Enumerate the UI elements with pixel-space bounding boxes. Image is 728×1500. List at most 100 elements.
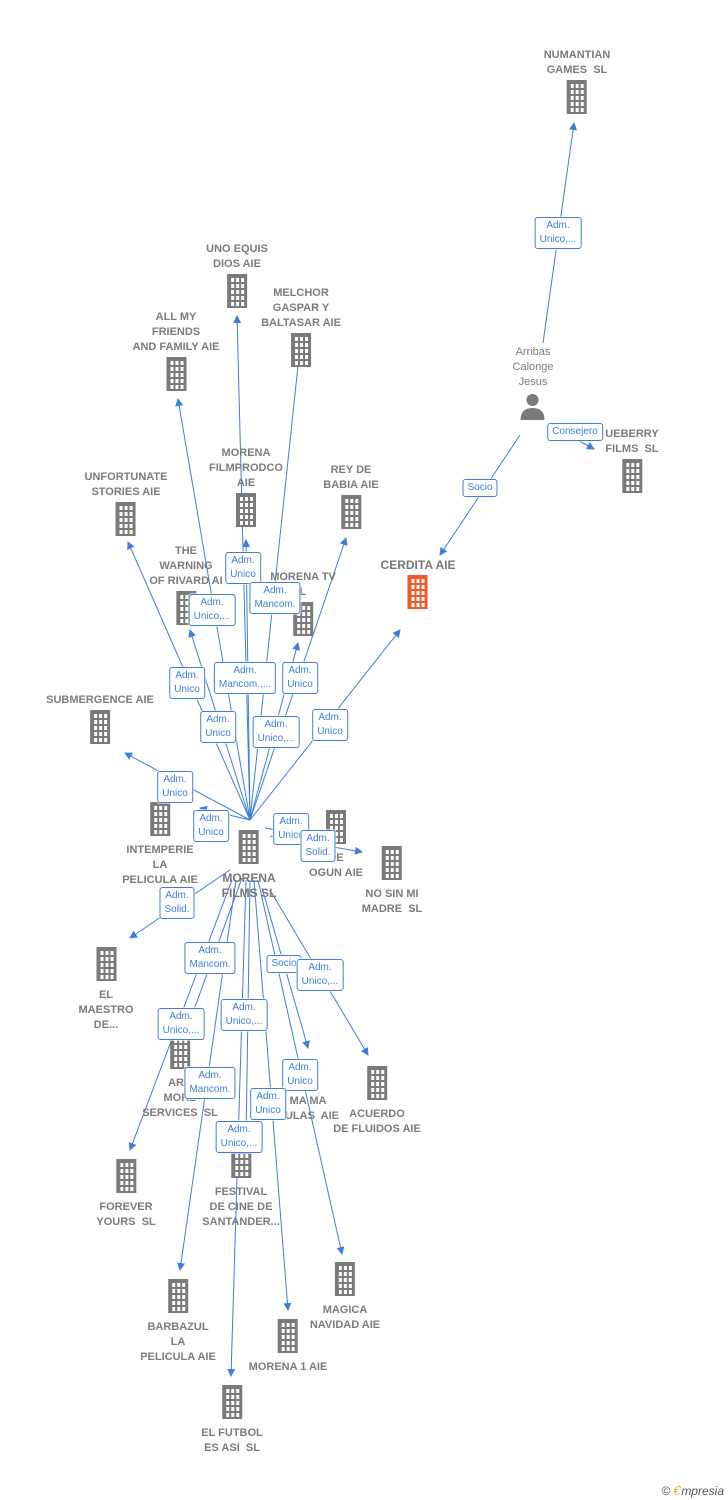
node-morena-1[interactable]: MORENA 1 AIE	[248, 1317, 328, 1375]
edge-label-socio-cerdita[interactable]: Socio	[462, 479, 498, 497]
node-uno-equis-dios[interactable]: UNO EQUIS DIOS AIE	[206, 242, 268, 315]
node-label: MAGICA NAVIDAD AIE	[309, 1304, 381, 1331]
node-label: BARBAZUL LA PELICULA AIE	[140, 1321, 216, 1363]
node-label: MORENA TV L	[270, 571, 336, 598]
copyright-symbol: ©	[661, 1484, 671, 1498]
node-submergence[interactable]: SUBMERGENCE AIE	[46, 693, 154, 751]
node-melchor-gaspar[interactable]: MELCHOR GASPAR Y BALTASAR AIE	[261, 286, 341, 374]
brand-e: €	[673, 1484, 682, 1498]
node-magica-navidad[interactable]: MAGICA NAVIDAD AIE	[310, 1260, 380, 1333]
node-barbazul[interactable]: BARBAZUL LA PELICULA AIE	[140, 1277, 216, 1365]
edge-label-morena-filmprodco[interactable]: Adm. Unico	[225, 552, 261, 584]
building-icon	[142, 1035, 218, 1074]
node-label: NUMANTIAN GAMES SL	[543, 49, 611, 76]
node-ogun[interactable]: DE OGUN AIE	[309, 808, 363, 881]
node-label: ACUERDO DE FLUIDOS AIE	[333, 1108, 421, 1135]
node-arribas-calonge-jesus[interactable]: Arribas Calonge Jesus	[512, 345, 554, 427]
building-icon	[544, 80, 611, 119]
node-label: ARA MORE SERVICES SL	[142, 1077, 218, 1119]
node-label: DE OGUN AIE	[309, 852, 363, 879]
building-icon	[85, 502, 168, 541]
node-label: EL FUTBOL ES ASI SL	[201, 1427, 263, 1454]
edge-label-cerdita[interactable]: Adm. Unico	[312, 709, 348, 741]
node-el-futbol-es-asi[interactable]: EL FUTBOL ES ASI SL	[201, 1383, 263, 1456]
building-icon	[96, 1159, 155, 1198]
building-icon	[261, 333, 341, 372]
node-el-maestro[interactable]: EL MAESTRO DE...	[79, 945, 134, 1033]
building-icon	[249, 1319, 328, 1358]
node-no-sin-mi-madre[interactable]: NO SIN MI MADRE SL	[361, 844, 423, 917]
node-mama-peliculas[interactable]: MA MA CULAS AIE	[277, 1094, 339, 1124]
node-rey-de-babia[interactable]: REY DE BABIA AIE	[323, 463, 379, 536]
building-icon	[122, 802, 198, 841]
person-icon	[513, 392, 554, 425]
node-label: UNO EQUIS DIOS AIE	[206, 243, 268, 270]
node-label: CERDITA AIE	[380, 558, 456, 572]
edge-label-mama[interactable]: Adm. Unico	[282, 1059, 318, 1091]
node-acuerdo-de-fluidos[interactable]: ACUERDO DE FLUIDOS AIE	[333, 1064, 421, 1137]
edge-label-arao[interactable]: Adm. Mancom.	[184, 942, 236, 974]
building-icon	[310, 1262, 380, 1301]
building-icon	[201, 1385, 263, 1424]
node-label: UEBERRY FILMS SL	[605, 428, 659, 455]
node-label: ALL MY FRIENDS AND FAMILY AIE	[132, 311, 220, 353]
building-icon	[222, 830, 277, 869]
edge-label-morena-tv[interactable]: Adm. Mancom.	[249, 582, 301, 614]
building-icon	[46, 710, 154, 749]
building-icon	[133, 357, 220, 396]
edge-label-numantian[interactable]: Adm. Unico,...	[534, 217, 582, 249]
edge-label-warning[interactable]: Adm. Unico,...	[188, 594, 236, 626]
edge-label-acuerdo[interactable]: Adm. Unico,...	[296, 959, 344, 991]
node-label: REY DE BABIA AIE	[323, 464, 379, 491]
building-icon	[362, 846, 423, 885]
node-arao-more-services[interactable]: ARA MORE SERVICES SL	[142, 1033, 218, 1121]
node-label: UNFORTUNATE STORIES AIE	[84, 471, 168, 498]
node-morena-films-sl[interactable]: MORENA FILMS SL	[221, 828, 277, 901]
building-icon	[79, 947, 134, 986]
edge-label-rey-babia[interactable]: Adm. Unico	[282, 662, 318, 694]
node-label: FOREVER YOURS SL	[96, 1201, 156, 1228]
node-label: EL MAESTRO DE...	[78, 989, 134, 1031]
node-label: THE WARNING OF RIVARD AI	[149, 545, 223, 587]
node-label: MORENA 1 AIE	[248, 1361, 328, 1373]
node-label: NO SIN MI MADRE SL	[361, 888, 423, 915]
edge-label-socio-mama[interactable]: Socio	[266, 955, 302, 973]
edge-label-morena-1[interactable]: Adm. Unico	[250, 1088, 286, 1120]
edge-label-futbol[interactable]: Adm. Unico,...	[215, 1121, 263, 1153]
node-festival-santander[interactable]: FESTIVAL DE CINE DE SANTANDER...	[202, 1142, 280, 1230]
brand-name: mpresia	[681, 1484, 724, 1498]
building-icon	[381, 575, 456, 614]
node-blueberry-films[interactable]: UEBERRY FILMS SL	[605, 427, 659, 500]
node-cerdita-aie[interactable]: CERDITA AIE	[380, 558, 456, 616]
edge-label-intemperie[interactable]: Adm. Unico	[193, 810, 229, 842]
node-numantian-games[interactable]: NUMANTIAN GAMES SL	[543, 48, 611, 121]
edge-label-melchor[interactable]: Adm. Unico,...	[252, 716, 300, 748]
edge-label-consejero[interactable]: Consejero	[547, 423, 603, 441]
edge-label-barbazul[interactable]: Adm. Mancom.	[184, 1067, 236, 1099]
node-label: MORENA FILMS SL	[221, 871, 277, 900]
edge-label-uno-equis[interactable]: Adm. Unico	[200, 711, 236, 743]
edge-label-all-my[interactable]: Adm. Mancom.,...	[213, 662, 277, 694]
building-icon	[206, 274, 268, 313]
node-label: FESTIVAL DE CINE DE SANTANDER...	[202, 1186, 280, 1228]
building-icon	[323, 495, 378, 534]
edge-label-no-sin[interactable]: Adm. Solid.	[300, 830, 336, 862]
node-forever-yours[interactable]: FOREVER YOURS SL	[96, 1157, 156, 1230]
node-unfortunate-stories[interactable]: UNFORTUNATE STORIES AIE	[84, 470, 168, 543]
edge-label-unfortunate[interactable]: Adm. Unico	[169, 667, 205, 699]
node-intemperie[interactable]: INTEMPERIE LA PELICULA AIE	[122, 800, 198, 888]
footer-brand: © €mpresia	[661, 1484, 724, 1498]
node-all-my-friends[interactable]: ALL MY FRIENDS AND FAMILY AIE	[133, 310, 220, 398]
building-icon	[209, 493, 283, 532]
node-label: Arribas Calonge Jesus	[512, 346, 554, 388]
edge-label-maestro[interactable]: Adm. Solid.	[159, 887, 195, 919]
node-morena-filmprodco[interactable]: MORENA FILMPRODCO AIE	[209, 446, 283, 534]
edge-label-forever[interactable]: Adm. Unico,...	[157, 1008, 205, 1040]
node-label: MORENA FILMPRODCO AIE	[209, 447, 283, 489]
edge-label-submergence[interactable]: Adm. Unico	[157, 771, 193, 803]
node-label: SUBMERGENCE AIE	[46, 694, 154, 706]
node-label: MA MA CULAS AIE	[277, 1095, 339, 1122]
node-label: MELCHOR GASPAR Y BALTASAR AIE	[261, 287, 341, 329]
node-label: INTEMPERIE LA PELICULA AIE	[122, 844, 198, 886]
edge-label-festival[interactable]: Adm. Unico,...	[220, 999, 268, 1031]
